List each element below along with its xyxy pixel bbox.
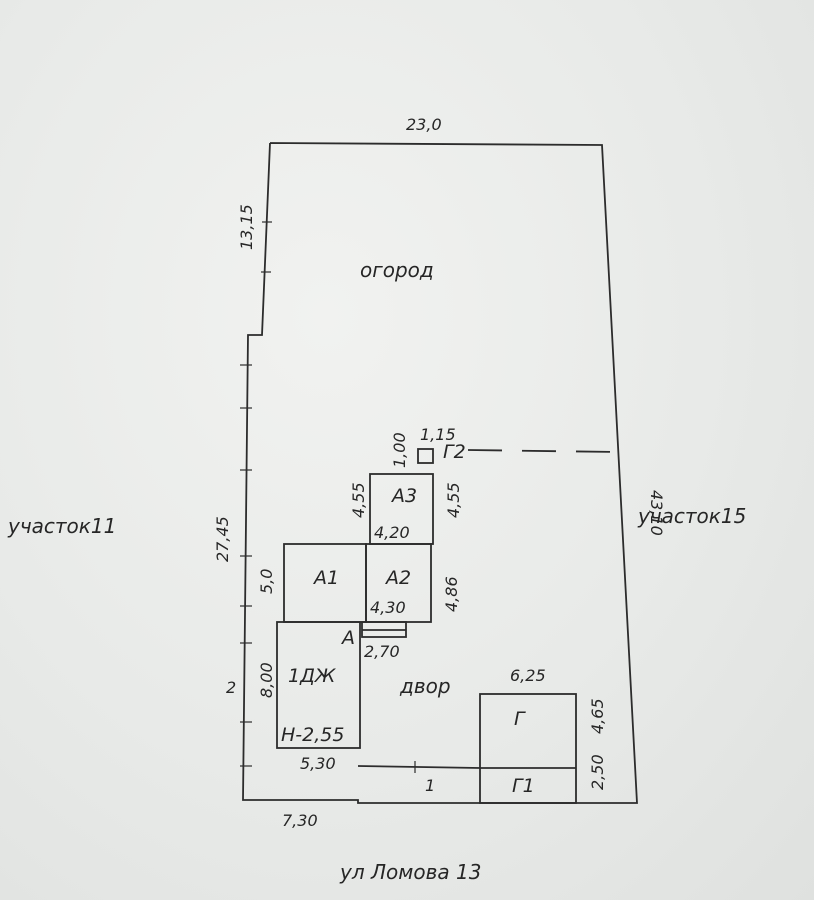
label-street: ул Ломова 13 [339, 860, 481, 884]
label-garden: огород [360, 258, 434, 282]
dim-g2-height: 1,00 [390, 432, 409, 468]
label-gate: 1 [425, 776, 435, 795]
dim-porch: 2,70 [364, 642, 400, 661]
label-neighbor-right: участок15 [637, 504, 746, 528]
dim-garage-right: 4,65 [588, 698, 607, 734]
dim-left-upper: 13,15 [237, 204, 256, 250]
label-g1: Г1 [512, 775, 535, 797]
label-house-height: Н-2,55 [281, 724, 344, 746]
dim-a3-right: 4,55 [444, 482, 463, 518]
dim-a2-bottom: 4,30 [370, 598, 406, 617]
label-a3: А3 [390, 485, 417, 507]
dim-a3-left: 4,55 [349, 482, 368, 518]
dashed-boundary [467, 449, 619, 453]
fence-line [357, 765, 481, 769]
dim-garage-width: 6,25 [510, 666, 546, 685]
boundary-ticks [240, 221, 416, 773]
label-yard: двор [399, 674, 451, 698]
label-1dzh: 1ДЖ [288, 665, 337, 687]
dim-house-left: 8,00 [257, 662, 276, 698]
dim-left-middle: 27,45 [213, 516, 232, 562]
label-neighbor-left: участок11 [7, 514, 116, 538]
label-a2: А2 [384, 567, 411, 589]
dim-bottom-left: 7,30 [282, 811, 318, 830]
dim-a3-bottom: 4,20 [374, 523, 410, 542]
dim-a2-right: 4,86 [442, 576, 461, 612]
label-a1: А1 [312, 567, 339, 589]
label-g2: Г2 [443, 441, 466, 463]
dim-top: 23,0 [406, 115, 442, 134]
dim-g1-right: 2,50 [588, 754, 607, 790]
plot-boundary [242, 142, 638, 804]
label-a: А [340, 627, 355, 649]
dim-left-index: 2 [226, 678, 236, 697]
dim-g2-width: 1,15 [420, 425, 456, 444]
dim-a1-left: 5,0 [257, 569, 276, 594]
building-1dzh [276, 621, 361, 749]
dim-house-bottom: 5,30 [300, 754, 336, 773]
shed-g2 [417, 448, 434, 464]
garage-g [479, 693, 577, 804]
building-a3 [369, 473, 434, 545]
dim-right: 43,10 [647, 490, 666, 536]
label-garage: Г [514, 708, 526, 730]
